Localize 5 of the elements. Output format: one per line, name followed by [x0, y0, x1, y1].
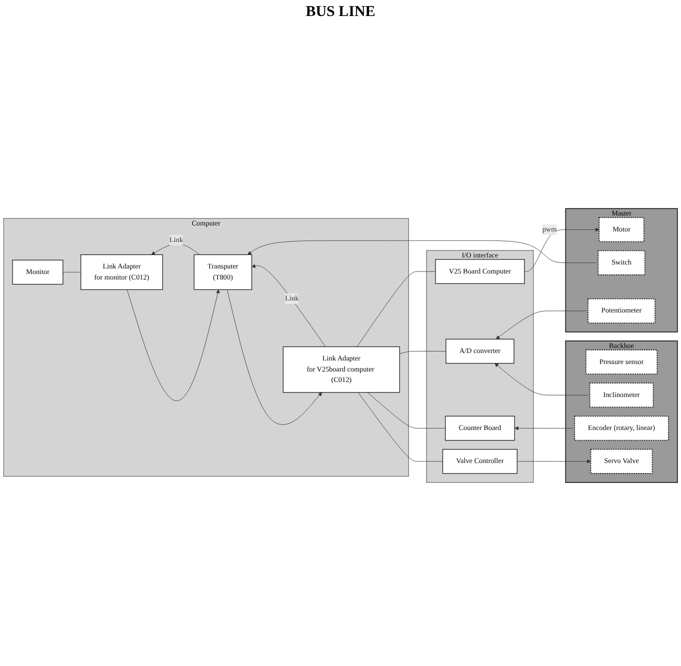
bus-line-label: BUS LINE — [306, 4, 376, 20]
connector — [399, 350, 446, 354]
connector — [356, 271, 436, 347]
connector — [358, 392, 443, 462]
connector — [367, 392, 446, 428]
